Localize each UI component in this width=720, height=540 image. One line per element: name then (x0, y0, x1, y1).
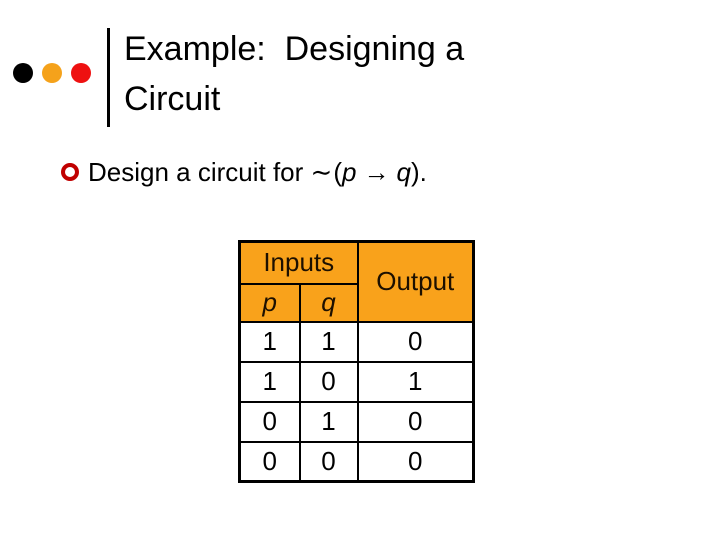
table-row: 1 0 1 (238, 360, 475, 403)
cell-q: 0 (298, 440, 359, 483)
table-header-output: Output (356, 240, 475, 323)
cell-p: 0 (238, 440, 301, 483)
logo-dot-black-icon (13, 63, 33, 83)
slide-logo-dots (13, 63, 91, 83)
cell-p: 0 (238, 400, 301, 443)
cell-q: 0 (298, 360, 359, 403)
table-row: 1 1 0 (238, 320, 475, 363)
cell-q: 1 (298, 320, 359, 363)
slide-title-line2: Circuit (124, 80, 221, 118)
truth-table: Inputs Output p q 1 1 0 1 0 1 0 1 0 (238, 240, 475, 483)
table-header-q: q (298, 282, 359, 323)
slide-title: Example: Designing a Circuit (124, 24, 464, 124)
table-header-p-label: p (262, 287, 277, 317)
cell-p: 1 (238, 320, 301, 363)
table-header-q-label: q (321, 287, 336, 317)
cell-output: 0 (356, 320, 475, 363)
title-divider-line (107, 28, 110, 127)
logo-dot-orange-icon (42, 63, 62, 83)
bullet-ring-icon (61, 163, 79, 181)
formula-tilde: ∼ (310, 157, 333, 187)
bullet-text: Design a circuit for ∼(p→q). (88, 157, 427, 187)
table-row: 0 0 0 (238, 440, 475, 483)
slide-title-line1: Example: Designing a (124, 30, 465, 68)
formula-implies-arrow: → (363, 157, 390, 187)
logo-dot-red-icon (71, 63, 91, 83)
table-header-inputs: Inputs (238, 240, 359, 285)
formula-var-q: q (396, 157, 411, 187)
table-header-p: p (238, 282, 301, 323)
formula-var-p: p (342, 157, 357, 187)
table-row: 0 1 0 (238, 400, 475, 443)
formula-open-paren: ( (333, 157, 342, 187)
bullet-text-prefix: Design a circuit for (88, 157, 311, 187)
cell-output: 0 (356, 440, 475, 483)
cell-q: 1 (298, 400, 359, 443)
cell-output: 1 (356, 360, 475, 403)
cell-output: 0 (356, 400, 475, 443)
cell-p: 1 (238, 360, 301, 403)
formula-close-paren: ). (410, 157, 427, 187)
